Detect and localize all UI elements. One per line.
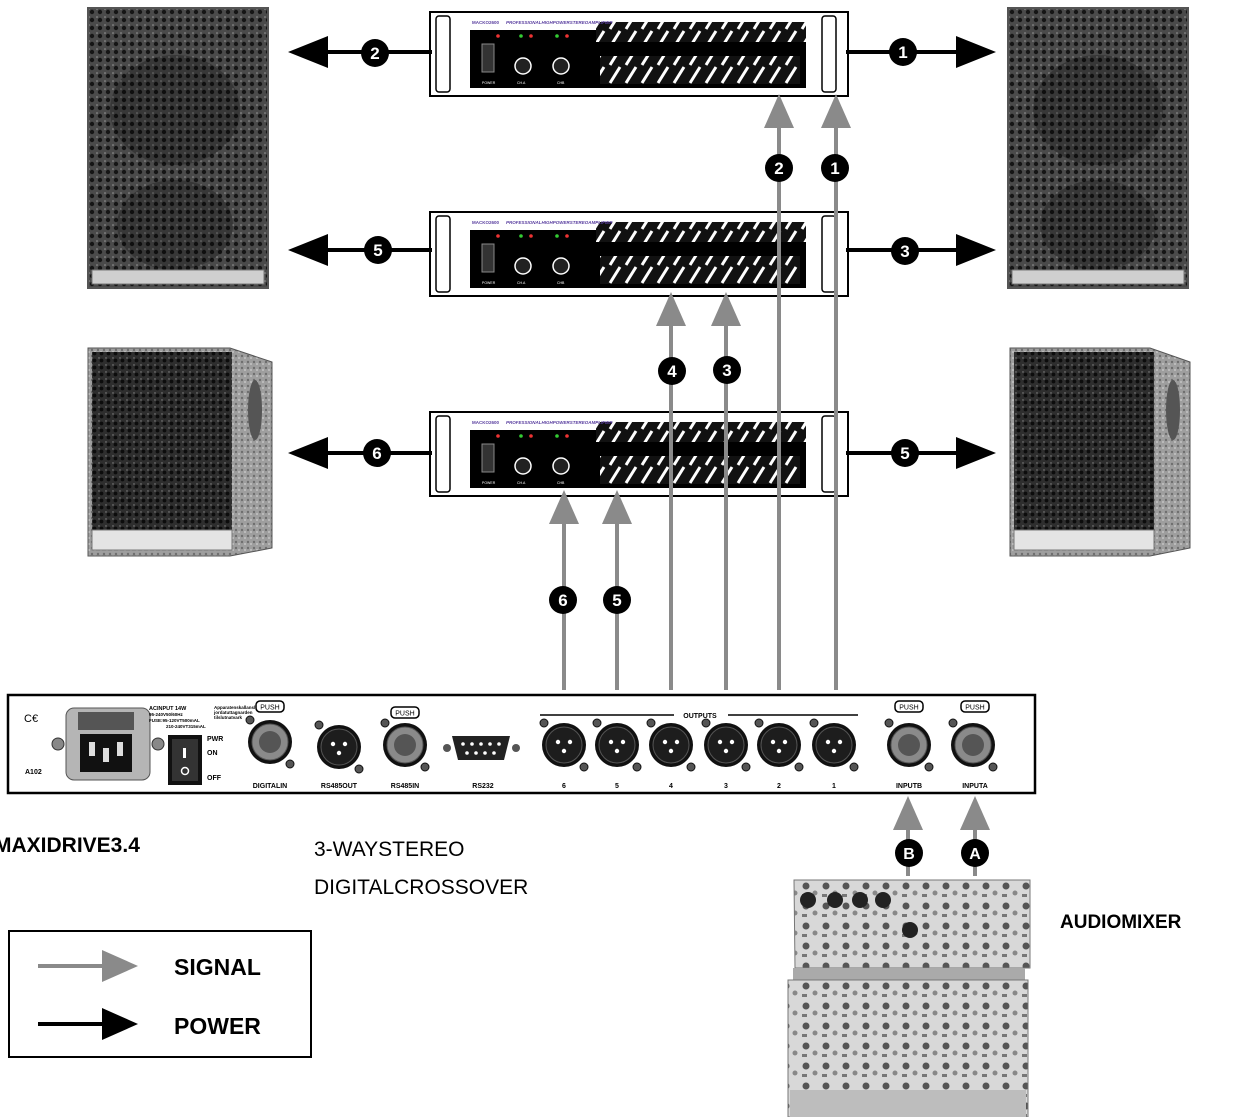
- off-label: OFF: [207, 775, 222, 782]
- model-code: A102: [25, 769, 42, 776]
- svg-text:210-240VT315mAL: 210-240VT315mAL: [166, 724, 206, 729]
- output-number-label: 3: [724, 783, 728, 790]
- svg-text:2: 2: [370, 44, 379, 63]
- svg-text:95-240V50/60Hz: 95-240V50/60Hz: [149, 712, 184, 717]
- audio-mixer: [788, 880, 1030, 1117]
- badge-signal-3: 3: [713, 356, 741, 384]
- svg-text:1: 1: [830, 159, 839, 178]
- legend-power-label: POWER: [174, 1013, 261, 1039]
- amp-model: PROFESSIONALHIGHPOWERSTEREOAMPLIFIER: [506, 220, 613, 225]
- amp-model: PROFESSIONALHIGHPOWERSTEREOAMPLIFIER: [506, 420, 613, 425]
- output-number-label: 2: [777, 783, 781, 790]
- svg-text:6: 6: [558, 591, 567, 610]
- outputs-title: OUTPUTS: [683, 713, 717, 720]
- badge-input-a: A: [961, 839, 989, 867]
- crossover-panel: C€ A102 ACINPUT 14W 95-240V50/60Hz FUSE:…: [8, 695, 1035, 793]
- power-inlet: [52, 708, 164, 780]
- badge-signal-1: 1: [821, 154, 849, 182]
- amp-brand: MACKO2600: [472, 420, 500, 425]
- push-tab: PUSH: [895, 701, 923, 712]
- badge-amp1-right: 1: [889, 38, 917, 66]
- pwr-label: PWR: [207, 736, 223, 743]
- input-b-label: INPUTB: [896, 783, 922, 790]
- input-a-label: INPUTA: [962, 783, 988, 790]
- output-number-label: 1: [832, 783, 836, 790]
- rs485-in-label: RS485IN: [391, 783, 419, 790]
- svg-text:2: 2: [774, 159, 783, 178]
- svg-text:1: 1: [898, 43, 907, 62]
- svg-text:5: 5: [373, 241, 382, 260]
- push-tab: PUSH: [391, 707, 419, 718]
- amp-cha-label: CH.A: [517, 281, 526, 285]
- amp-power-label: POWER: [482, 281, 496, 285]
- badge-amp2-left: 5: [364, 236, 392, 264]
- amplifier-3: MACKO2600 PROFESSIONALHIGHPOWERSTEREOAMPL…: [430, 412, 848, 496]
- push-tab: PUSH: [961, 701, 989, 712]
- badge-amp3-left: 6: [363, 439, 391, 467]
- svg-text:5: 5: [900, 444, 909, 463]
- badge-signal-6: 6: [549, 586, 577, 614]
- on-label: ON: [207, 750, 218, 757]
- audiomixer-label: AUDIOMIXER: [1060, 912, 1182, 933]
- amp-model: PROFESSIONALHIGHPOWERSTEREOAMPLIFIER: [506, 20, 613, 25]
- svg-text:PUSH: PUSH: [395, 711, 414, 718]
- subwoofer-left: [88, 348, 272, 556]
- amp-chb-label: CHB: [557, 481, 565, 485]
- output-number-label: 4: [669, 783, 673, 790]
- digital-in-label: DIGITALIN: [253, 783, 287, 790]
- push-tab: PUSH: [256, 701, 284, 712]
- amp-power-label: POWER: [482, 481, 496, 485]
- svg-text:tilslutnatvark: tilslutnatvark: [214, 715, 243, 720]
- svg-text:B: B: [903, 846, 915, 863]
- legend: SIGNAL POWER: [9, 931, 311, 1057]
- badge-input-b: B: [895, 839, 923, 867]
- svg-text:PUSH: PUSH: [899, 705, 918, 712]
- badge-amp3-right: 5: [891, 439, 919, 467]
- amp-brand: MACKO2600: [472, 220, 500, 225]
- rs232-label: RS232: [472, 783, 494, 790]
- svg-text:5: 5: [612, 591, 621, 610]
- output-number-label: 5: [615, 783, 619, 790]
- amplifier-1: MACKO2600 PROFESSIONALHIGHPOWERSTEREOAMPL…: [430, 12, 848, 96]
- speaker-top-right: [1008, 8, 1188, 288]
- output-number-label: 6: [562, 783, 566, 790]
- ce-mark: C€: [24, 713, 38, 725]
- badge-signal-4: 4: [658, 357, 686, 385]
- amp-chb-label: CHB: [557, 281, 565, 285]
- svg-text:FUSE:95-120VT500mAL: FUSE:95-120VT500mAL: [149, 718, 200, 723]
- speaker-top-left: [88, 8, 268, 288]
- svg-text:6: 6: [372, 444, 381, 463]
- amp-power-label: POWER: [482, 81, 496, 85]
- crossover-label-line2: DIGITALCROSSOVER: [314, 876, 528, 899]
- maxidrive-label: MAXIDRIVE3.4: [0, 834, 140, 857]
- power-switch[interactable]: [168, 735, 202, 785]
- legend-signal-label: SIGNAL: [174, 954, 261, 980]
- amp-brand: MACKO2600: [472, 20, 500, 25]
- svg-text:PUSH: PUSH: [965, 705, 984, 712]
- amp-cha-label: CH.A: [517, 481, 526, 485]
- svg-text:4: 4: [667, 362, 677, 381]
- amplifier-2: MACKO2600 PROFESSIONALHIGHPOWERSTEREOAMPL…: [430, 212, 848, 296]
- svg-text:3: 3: [900, 242, 909, 261]
- amp-chb-label: CHB: [557, 81, 565, 85]
- rs485-out-label: RS485OUT: [321, 783, 358, 790]
- svg-text:PUSH: PUSH: [260, 705, 279, 712]
- badge-amp1-left: 2: [361, 39, 389, 67]
- crossover-label-line1: 3-WAYSTEREO: [314, 838, 465, 861]
- badge-amp2-right: 3: [891, 237, 919, 265]
- amp-cha-label: CH.A: [517, 81, 526, 85]
- badge-signal-5: 5: [603, 586, 631, 614]
- svg-text:A: A: [969, 846, 981, 863]
- subwoofer-right: [1010, 348, 1190, 556]
- badge-signal-2: 2: [765, 154, 793, 182]
- svg-text:3: 3: [722, 361, 731, 380]
